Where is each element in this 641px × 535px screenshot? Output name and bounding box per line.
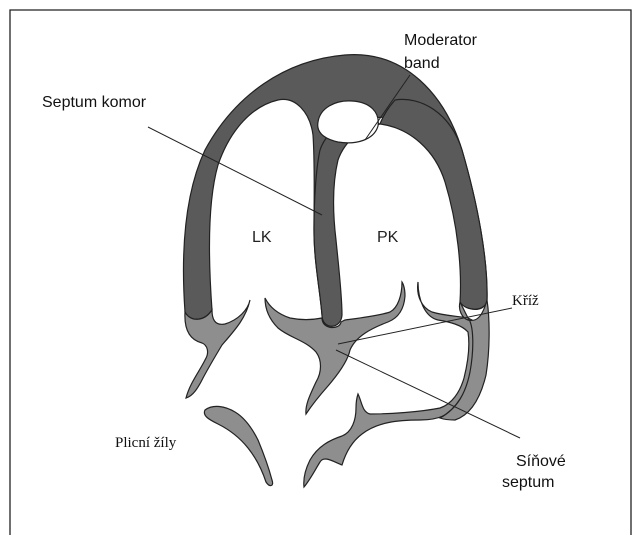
label-moderator: Moderator xyxy=(404,32,478,49)
leader-septum-komor xyxy=(148,127,322,215)
pulmonary-vein xyxy=(204,406,272,485)
label-pk: PK xyxy=(377,229,399,246)
label-kriz: Kříž xyxy=(512,293,539,309)
label-sinove: Síňové xyxy=(516,453,566,470)
label-septum: septum xyxy=(502,474,554,491)
label-lk: LK xyxy=(252,229,272,246)
label-septum-komor: Septum komor xyxy=(42,94,147,111)
label-band: band xyxy=(404,55,440,72)
moderator-band-hole xyxy=(318,101,379,143)
label-plicni-zily: Plicní žíly xyxy=(115,435,177,451)
